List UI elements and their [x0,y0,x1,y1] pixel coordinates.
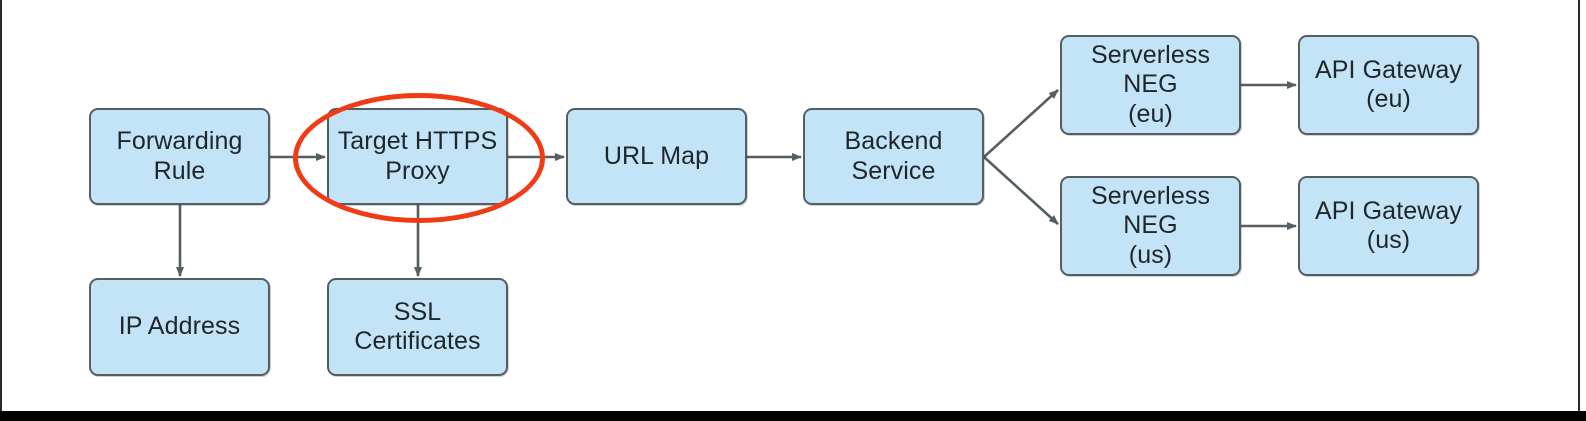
edge-backend-service-to-serverless-neg-us [983,156,1059,225]
page-edge-left [0,0,2,411]
node-label: Serverless NEG [1090,40,1211,99]
page-bottom-bar [0,411,1586,421]
node-label: URL Map [603,141,710,170]
node-serverless-neg-us[interactable]: Serverless NEG (us) [1060,176,1241,276]
node-sublabel: (us) [1128,240,1173,269]
node-label: Forwarding Rule [116,127,243,185]
node-backend-service[interactable]: Backend Service [803,108,984,205]
node-sublabel: (eu) [1128,99,1173,128]
node-label: API Gateway [1315,55,1462,84]
highlight-ellipse-target-https-proxy [293,93,545,223]
node-serverless-neg-eu[interactable]: Serverless NEG (eu) [1060,35,1241,135]
node-sublabel: (us) [1366,226,1411,254]
page-edge-right [1578,0,1580,411]
node-label: IP Address [118,312,241,341]
node-ssl-certificates[interactable]: SSL Certificates [327,278,508,376]
node-forwarding-rule[interactable]: Forwarding Rule [89,108,270,205]
node-label: API Gateway [1315,196,1462,225]
node-label: Backend Service [844,127,943,185]
node-sublabel: (eu) [1366,85,1411,113]
node-label: SSL Certificates [354,297,481,356]
node-ip-address[interactable]: IP Address [89,278,270,376]
node-label: Serverless NEG [1090,181,1211,240]
node-url-map[interactable]: URL Map [566,108,747,205]
edge-backend-service-to-serverless-neg-eu [983,89,1059,158]
node-api-gateway-us[interactable]: API Gateway (us) [1298,176,1479,276]
node-api-gateway-eu[interactable]: API Gateway (eu) [1298,35,1479,135]
